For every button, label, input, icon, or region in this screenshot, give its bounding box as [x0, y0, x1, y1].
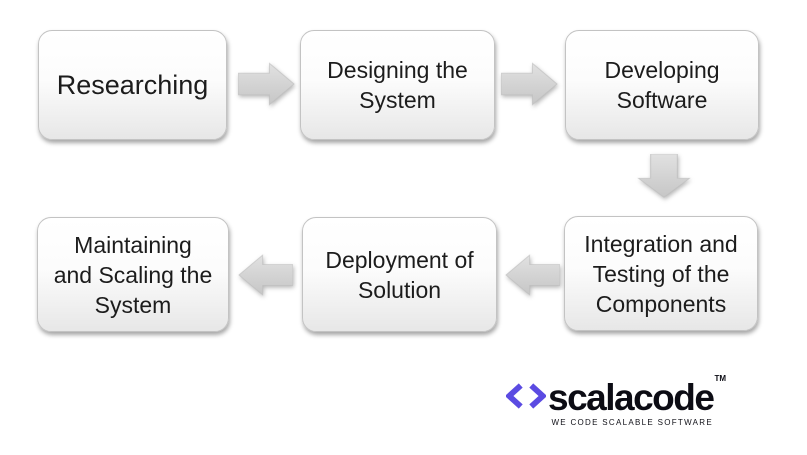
step-label: Software	[616, 87, 708, 113]
arrow-right-icon	[501, 61, 558, 107]
step-label: Solution	[357, 276, 442, 303]
step-label: Researching	[56, 70, 209, 100]
step-label: Maintaining	[74, 231, 192, 258]
step-box-integration-and-testing: Integration and Testing of the Component…	[564, 216, 758, 331]
arrow-left-icon	[505, 252, 560, 298]
scalacode-logo: scalacode TM WE CODE SCALABLE SOFTWARE	[504, 374, 726, 427]
trademark-symbol: TM	[714, 373, 727, 383]
step-label: Integration and	[584, 230, 738, 257]
step-label: Designing the	[327, 57, 468, 83]
step-box-maintaining-and-scaling-the-system: Maintaining and Scaling the System	[37, 217, 229, 332]
arrow-right-icon	[238, 61, 295, 107]
step-label: and Scaling the	[53, 261, 213, 288]
step-label: System	[94, 291, 172, 318]
step-label: Deployment of	[325, 246, 474, 273]
step-box-developing-software: Developing Software	[565, 30, 759, 140]
step-label: System	[359, 87, 436, 113]
brand-wordmark: scalacode	[548, 377, 715, 418]
brand-tagline: WE CODE SCALABLE SOFTWARE	[551, 418, 714, 427]
step-label: Testing of the	[592, 260, 730, 287]
arrow-down-icon	[636, 154, 692, 198]
step-box-designing-the-system: Designing the System	[300, 30, 495, 140]
step-box-deployment-of-solution: Deployment of Solution	[302, 217, 497, 332]
step-label: Developing	[604, 57, 720, 83]
code-brackets-icon	[504, 382, 548, 414]
step-box-researching: Researching	[38, 30, 227, 140]
step-label: Components	[595, 290, 727, 317]
arrow-left-icon	[238, 252, 293, 298]
